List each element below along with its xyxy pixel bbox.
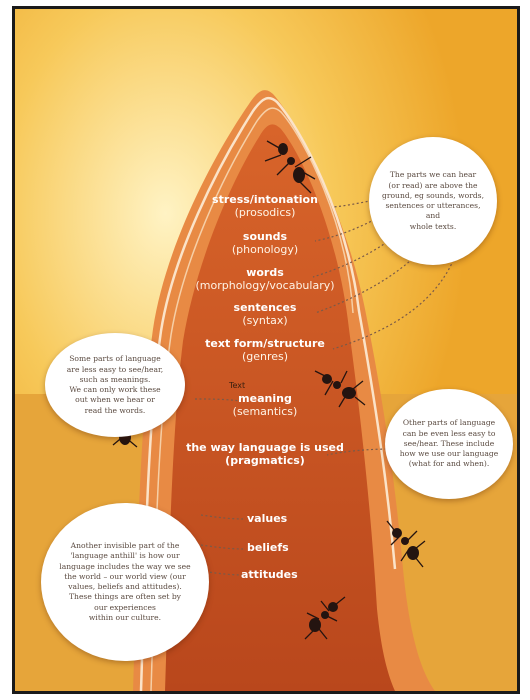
ant-icon bbox=[386, 520, 426, 568]
layer-name: text form/structure bbox=[205, 337, 325, 350]
layer-term: (pragmatics) bbox=[225, 454, 305, 468]
layer-name: words bbox=[246, 266, 284, 279]
layer-sentences: sentences (syntax) bbox=[185, 301, 345, 327]
underground-attitudes: attitudes bbox=[241, 568, 298, 581]
diagram-frame: stress/intonation (prosodics) sounds (ph… bbox=[12, 6, 520, 694]
layer-name: meaning bbox=[238, 392, 292, 405]
underground-beliefs: beliefs bbox=[247, 541, 289, 554]
layer-name: sounds bbox=[242, 230, 288, 243]
bubble-world-view: Another invisible part of the 'language … bbox=[41, 503, 209, 661]
layer-words: words (morphology/vocabulary) bbox=[175, 266, 355, 292]
stray-text-label: Text bbox=[229, 381, 246, 390]
ant-icon bbox=[264, 140, 316, 194]
layer-meaning: meaning (semantics) bbox=[185, 392, 345, 418]
ant-icon bbox=[314, 370, 366, 408]
bubble-meanings: Some parts of language are less easy to … bbox=[45, 333, 185, 437]
layer-term: (syntax) bbox=[242, 314, 288, 328]
layer-name: the way language is used bbox=[186, 441, 344, 454]
hill-contour-2 bbox=[150, 107, 354, 691]
bubble-pragmatics: Other parts of language can be even less… bbox=[385, 389, 513, 499]
layer-term: (genres) bbox=[241, 350, 289, 364]
layer-stress-intonation: stress/intonation (prosodics) bbox=[185, 193, 345, 219]
hill-contour-1 bbox=[139, 96, 397, 691]
ant-icon bbox=[304, 596, 346, 640]
layer-term: (semantics) bbox=[232, 405, 298, 419]
layer-name: stress/intonation bbox=[212, 193, 318, 206]
layer-pragmatics: the way language is used (pragmatics) bbox=[165, 441, 365, 467]
layer-term: (morphology/vocabulary) bbox=[195, 279, 335, 293]
layer-name: sentences bbox=[233, 301, 297, 314]
layer-term: (phonology) bbox=[231, 243, 299, 257]
hill-inner bbox=[165, 124, 395, 691]
underground-values: values bbox=[247, 512, 288, 525]
layer-term: (prosodics) bbox=[234, 206, 296, 220]
layer-sounds: sounds (phonology) bbox=[185, 230, 345, 256]
bubble-above-ground: The parts we can hear (or read) are abov… bbox=[369, 137, 497, 265]
layer-text-form: text form/structure (genres) bbox=[185, 337, 345, 363]
